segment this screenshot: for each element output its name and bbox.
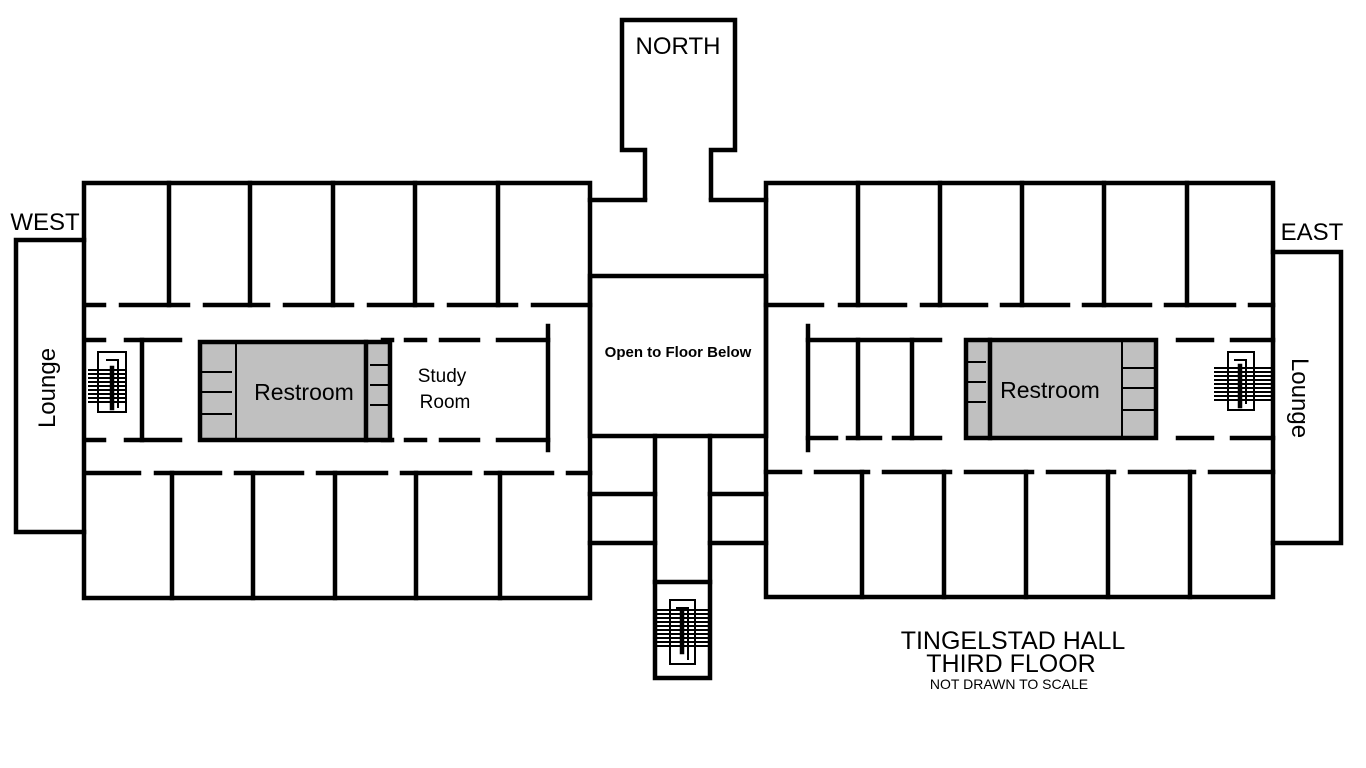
east-restroom-label: Restroom xyxy=(1000,377,1100,403)
center-stairs-icon xyxy=(657,599,708,665)
west-lounge-label: Lounge xyxy=(34,348,61,428)
plan-title: TINGELSTAD HALL THIRD FLOOR NOT DRAWN TO… xyxy=(901,627,1126,692)
east-label: EAST xyxy=(1281,219,1344,246)
west-restroom-label: Restroom xyxy=(254,379,354,405)
east-wing: Restroom Lounge EAST xyxy=(763,180,1344,600)
east-lounge-label: Lounge xyxy=(1286,358,1313,438)
open-area-label: Open to Floor Below xyxy=(605,344,752,361)
scale-note: NOT DRAWN TO SCALE xyxy=(930,676,1088,692)
floor-name: THIRD FLOOR xyxy=(926,650,1095,678)
study-room-label-line2: Room xyxy=(420,392,471,413)
center-block: Open to Floor Below xyxy=(587,197,769,681)
west-wing: Restroom Study Room Lounge WEST xyxy=(10,180,593,601)
north-label: NORTH xyxy=(636,33,721,60)
west-stairs-icon xyxy=(88,351,127,413)
building-name: TINGELSTAD HALL xyxy=(901,627,1126,655)
west-label: WEST xyxy=(10,209,80,236)
north-wing: NORTH xyxy=(619,17,738,201)
study-room-label-line1: Study xyxy=(418,366,467,387)
east-stairs-icon xyxy=(1214,351,1272,411)
